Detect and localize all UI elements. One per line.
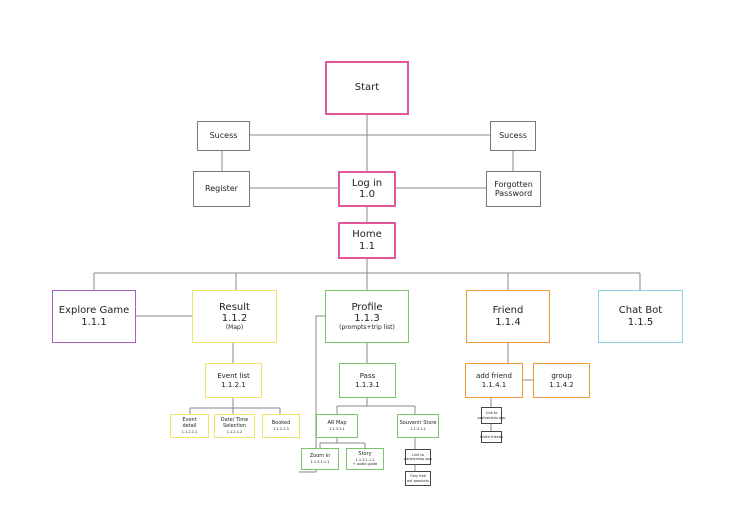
- node-title: Friend: [492, 305, 524, 316]
- node-code: detail: [182, 422, 197, 429]
- node-title: Pass: [359, 372, 376, 381]
- node-code: 1.1.3.1.1.1: [310, 459, 330, 464]
- node-title: Explore Game: [58, 305, 130, 316]
- node-title: Date/ Time: [220, 417, 249, 424]
- profile-node[interactable]: Profile 1.1.3 (prompts+trip list): [325, 290, 409, 343]
- node-title: group: [551, 372, 572, 381]
- node-title: Home: [352, 229, 382, 240]
- node-code: 1.1.1: [81, 316, 107, 328]
- node-code: 1.1.2.1.3: [273, 426, 289, 431]
- start-node[interactable]: Start: [325, 61, 409, 115]
- date-time-selection-node[interactable]: Date/ Time Selection 1.1.2.1.2: [214, 414, 255, 438]
- node-title: add friend: [476, 372, 512, 381]
- chat-bot-node[interactable]: Chat Bot 1.1.5: [598, 290, 683, 343]
- story-node[interactable]: Story 1.1.3.1.1.2 + audio guide: [346, 448, 384, 470]
- node-title: Link to: [485, 411, 498, 416]
- booked-node[interactable]: Booked 1.1.2.1.3: [262, 414, 300, 438]
- node-code: 1.1.4: [495, 316, 521, 328]
- node-code: 1.1.4.2: [549, 380, 574, 389]
- group-node[interactable]: group 1.1.4.2: [533, 363, 590, 398]
- node-title: Invite friends: [480, 434, 503, 439]
- node-code: 1.1.2.1: [221, 380, 246, 389]
- sucess-left-node[interactable]: Sucess: [197, 121, 250, 151]
- node-code: 1.1.3.1.2: [410, 426, 426, 431]
- node-title: Sucess: [209, 131, 238, 141]
- node-title: Booked: [271, 420, 291, 427]
- result-node[interactable]: Result 1.1.2 (Map): [192, 290, 277, 343]
- node-title: Chat Bot: [618, 305, 663, 316]
- node-code: 1.0: [359, 189, 375, 200]
- event-detail-node[interactable]: Event detail 1.1.2.1.1: [170, 414, 209, 438]
- register-node[interactable]: Register: [193, 171, 250, 207]
- zoom-in-node[interactable]: Zoom in 1.1.3.1.1.1: [301, 448, 339, 470]
- node-title: Forgotten: [494, 179, 533, 189]
- node-title: Log in: [351, 177, 383, 189]
- node-title: Register: [205, 184, 238, 194]
- ar-map-node[interactable]: AR Map 1.1.3.1.1: [316, 414, 358, 438]
- node-code: 1.1.3.1.1.2: [355, 457, 375, 462]
- node-code: Selection: [222, 422, 247, 429]
- node-code: Password: [494, 189, 533, 198]
- node-note: + audio guide: [352, 461, 378, 466]
- node-code: avt products: [407, 478, 429, 483]
- node-title: Profile: [351, 301, 383, 313]
- node-title: Sucess: [499, 131, 527, 141]
- invite-friends-node[interactable]: Invite friends: [480, 431, 503, 443]
- node-code: 1.1.4.1: [481, 380, 507, 389]
- node-title: Souvenir Store: [399, 420, 437, 427]
- login-node[interactable]: Log in 1.0: [338, 171, 396, 207]
- node-note: (prompts+trip list): [339, 323, 395, 331]
- souvenir-free-node[interactable]: Only free avt products: [405, 471, 431, 486]
- node-code: 1.1: [359, 240, 375, 252]
- explore-game-node[interactable]: Explore Game 1.1.1: [52, 290, 136, 343]
- node-code: 1.1.5: [627, 316, 654, 328]
- sucess-right-node[interactable]: Sucess: [490, 121, 536, 151]
- node-title: Event list: [217, 372, 250, 381]
- home-node[interactable]: Home 1.1: [338, 222, 396, 259]
- node-note: 1.1.2.1.1: [181, 429, 198, 434]
- node-code: partnership app: [404, 457, 432, 461]
- node-title: Only free: [409, 474, 427, 479]
- pass-node[interactable]: Pass 1.1.3.1: [339, 363, 396, 398]
- add-friend-node[interactable]: add friend 1.1.4.1: [465, 363, 523, 398]
- forgotten-password-node[interactable]: Forgotten Password: [486, 171, 541, 207]
- node-title: Start: [354, 82, 380, 94]
- node-title: Result: [219, 301, 250, 313]
- node-title: AR Map: [327, 420, 347, 427]
- node-title: Zoom in: [309, 453, 331, 460]
- node-code: 1.1.2: [221, 313, 248, 325]
- node-code: partnership app: [477, 415, 506, 420]
- node-title: Event: [182, 417, 197, 424]
- node-code: 1.1.3.1: [355, 380, 380, 389]
- friend-node[interactable]: Friend 1.1.4: [466, 290, 550, 343]
- node-title: Link to: [412, 452, 424, 457]
- node-title: Story: [358, 451, 372, 458]
- node-note: 1.1.2.1.2: [226, 429, 243, 434]
- node-code: 1.1.3: [354, 313, 380, 325]
- node-code: 1.1.3.1.1: [329, 426, 345, 431]
- node-note: (Map): [225, 323, 244, 331]
- friend-link-node[interactable]: Link to partnership app: [478, 407, 505, 424]
- event-list-node[interactable]: Event list 1.1.2.1: [205, 363, 262, 398]
- souvenir-link-node[interactable]: Link to partnership app: [404, 449, 432, 465]
- souvenir-store-node[interactable]: Souvenir Store 1.1.3.1.2: [397, 414, 439, 438]
